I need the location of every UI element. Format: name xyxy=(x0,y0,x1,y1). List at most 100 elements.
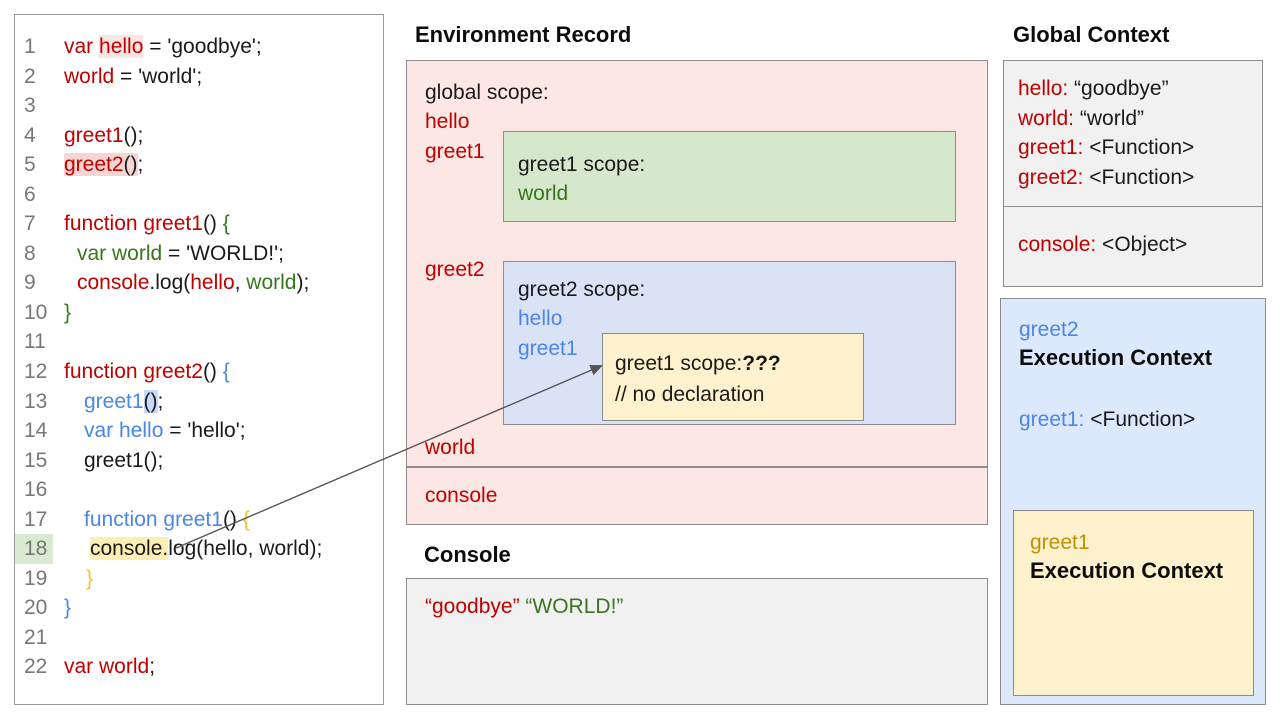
no-declaration-comment: // no declaration xyxy=(615,383,765,406)
line-number: 8 xyxy=(24,241,36,265)
console-output-text: “goodbye” “WORLD!” xyxy=(425,595,624,618)
code-line: 9 console.log(hello, world); xyxy=(15,268,383,298)
code-line: 19} xyxy=(15,564,383,594)
gc-entry-greet2: greet2: <Function> xyxy=(1018,165,1195,189)
code-line: 18 console.log(hello, world); xyxy=(15,534,383,564)
greet2-execution-context-panel: greet2 Execution Context greet1: <Functi… xyxy=(1000,298,1266,705)
code-line-text: var hello = 'goodbye'; xyxy=(64,35,262,58)
line-number: 1 xyxy=(24,35,36,58)
line-number: 15 xyxy=(24,448,48,472)
global-context-title: Global Context xyxy=(1013,22,1170,47)
greet1-scope-box: greet1 scope: world xyxy=(503,131,956,222)
code-line: 7 function greet1() { xyxy=(15,209,383,239)
line-number: 3 xyxy=(24,94,36,118)
console-title: Console xyxy=(424,542,511,567)
global-var-hello: hello xyxy=(425,110,470,133)
code-line: 8 var world = 'WORLD!'; xyxy=(15,239,383,269)
code-line: 1 var hello = 'goodbye'; xyxy=(15,32,383,62)
global-scope-box: global scope: hello greet1 greet2 world … xyxy=(406,60,988,467)
code-line-text: function greet1() { xyxy=(84,507,250,531)
environment-record-title: Environment Record xyxy=(415,22,632,47)
greet2-var-greet1: greet1 xyxy=(518,337,578,360)
greet1-scope-label: greet1 scope: xyxy=(518,153,646,176)
greet2-scope-box: greet2 scope: hello greet1 greet1 scope:… xyxy=(503,261,956,425)
line-number: 17 xyxy=(24,507,48,531)
line-number: 6 xyxy=(24,182,36,206)
console-scope-label: console xyxy=(425,484,498,507)
inner-exec-fn-name: greet1 xyxy=(1030,531,1090,554)
gc-entry-world: world: “world” xyxy=(1018,106,1145,130)
line-number: 14 xyxy=(24,419,48,443)
code-line-text: console.log(hello, world); xyxy=(90,537,323,561)
code-line-text: } xyxy=(64,300,72,324)
line-number: 22 xyxy=(24,655,48,679)
inner-greet1-scope-label: greet1 scope:??? xyxy=(615,352,781,375)
line-number: 9 xyxy=(24,271,36,295)
console-output-box: “goodbye” “WORLD!” xyxy=(406,578,988,705)
gc-entry-console: console: <Object> xyxy=(1018,233,1188,256)
code-line-text: greet1(); xyxy=(84,389,164,413)
line-number: 18 xyxy=(15,534,53,564)
line-number: 4 xyxy=(24,123,36,147)
line-number: 11 xyxy=(24,330,46,354)
greet2-scope-label: greet2 scope: xyxy=(518,278,646,301)
code-line: 15 greet1(); xyxy=(15,446,383,476)
gc-entry-greet1: greet1: <Function> xyxy=(1018,136,1195,159)
greet1-var-world: world xyxy=(518,182,569,205)
line-number: 10 xyxy=(24,300,48,324)
code-line: 11 xyxy=(15,327,383,357)
code-line-text: function greet1() { xyxy=(64,212,230,236)
code-line: 2 world = 'world'; xyxy=(15,62,383,92)
code-line: 17 function greet1() { xyxy=(15,505,383,535)
line-number: 12 xyxy=(24,360,48,384)
code-line-text: var world; xyxy=(64,655,156,679)
code-line-text: function greet2() { xyxy=(64,360,230,384)
inner-greet1-scope-box: greet1 scope:??? // no declaration xyxy=(602,333,864,421)
exec-context-heading: Execution Context xyxy=(1019,345,1213,370)
line-number: 13 xyxy=(24,389,48,413)
code-line: 13 greet1(); xyxy=(15,387,383,417)
code-line-text: world = 'world'; xyxy=(64,64,203,88)
code-line-text: } xyxy=(86,566,94,590)
code-line: 6 xyxy=(15,180,383,210)
line-number: 16 xyxy=(24,478,48,502)
line-number: 2 xyxy=(24,64,36,88)
exec-fn-name: greet2 xyxy=(1019,318,1079,341)
global-context-vars-box: hello: “goodbye” world: “world” greet1: … xyxy=(1003,60,1263,207)
line-number: 5 xyxy=(24,153,36,177)
console-scope-box: console xyxy=(406,467,988,525)
code-line: 22 var world; xyxy=(15,652,383,682)
greet1-execution-context-panel: greet1 Execution Context xyxy=(1013,510,1254,696)
code-line-text: greet2(); xyxy=(64,153,144,177)
line-number: 19 xyxy=(24,566,48,590)
code-line: 14 var hello = 'hello'; xyxy=(15,416,383,446)
global-var-greet2: greet2 xyxy=(425,258,485,281)
code-line: 3 xyxy=(15,91,383,121)
global-var-world: world xyxy=(425,436,476,459)
global-context-console-box: console: <Object> xyxy=(1003,206,1263,287)
code-line-text: greet1(); xyxy=(64,123,144,147)
code-line: 5 greet2(); xyxy=(15,150,383,180)
code-line-text: console.log(hello, world); xyxy=(77,271,310,295)
code-line: 4 greet1(); xyxy=(15,121,383,151)
code-line: 20} xyxy=(15,593,383,623)
inner-exec-context-heading: Execution Context xyxy=(1030,558,1224,583)
code-line-text: greet1(); xyxy=(84,448,164,472)
code-line: 10} xyxy=(15,298,383,328)
code-lines: 1 var hello = 'goodbye'; 2 world = 'world';… xyxy=(15,32,383,682)
global-scope-label: global scope: xyxy=(425,81,549,104)
exec-entry-greet1: greet1: <Function> xyxy=(1019,408,1196,431)
code-line-text: } xyxy=(64,596,72,620)
code-line: 12 function greet2() { xyxy=(15,357,383,387)
line-number: 20 xyxy=(24,596,48,620)
code-line-text: var hello = 'hello'; xyxy=(84,419,246,443)
line-number: 21 xyxy=(24,625,48,649)
code-editor-panel: 1 var hello = 'goodbye'; 2 world = 'world';… xyxy=(14,14,384,705)
gc-entry-hello: hello: “goodbye” xyxy=(1018,77,1169,100)
code-line: 16 xyxy=(15,475,383,505)
greet2-var-hello: hello xyxy=(518,307,563,330)
line-number: 7 xyxy=(24,212,36,236)
global-var-greet1: greet1 xyxy=(425,140,485,163)
code-line: 21 xyxy=(15,623,383,653)
code-line-text: var world = 'WORLD!'; xyxy=(77,241,284,265)
